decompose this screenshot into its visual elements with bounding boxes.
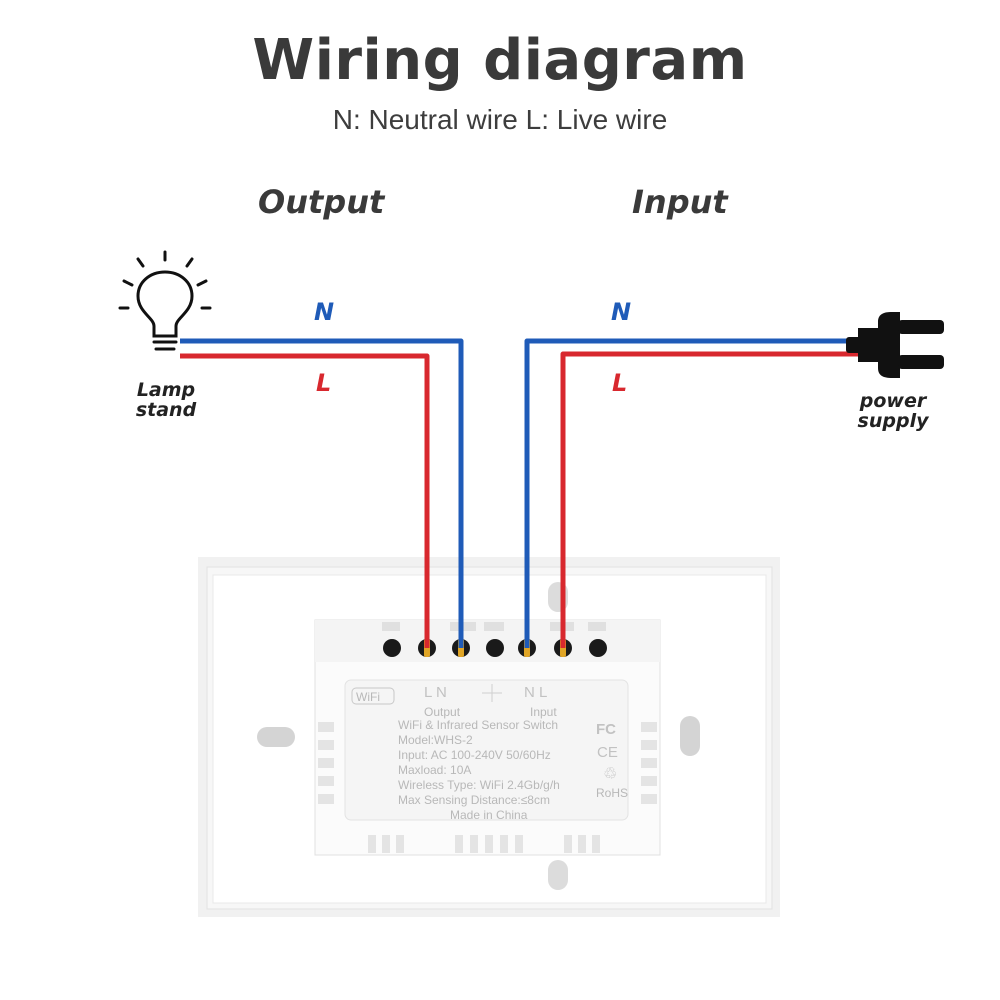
recycle-icon: ♲ xyxy=(603,764,617,783)
mount-slot-bottom xyxy=(548,860,568,890)
power-plug-icon xyxy=(846,312,944,378)
power-caption-line2: supply xyxy=(857,410,929,432)
relay-module: WiFi L N N L Output Input WiFi & Infrare… xyxy=(314,619,661,856)
screw-terminal xyxy=(486,639,504,657)
lamp-caption-line1: Lamp xyxy=(136,379,196,401)
lamp-caption: Lamp stand xyxy=(126,380,206,420)
left-live-label: L xyxy=(316,369,332,397)
spec-line: Max Sensing Distance:≤8cm xyxy=(398,793,550,807)
output-terminal-letters: L N xyxy=(424,684,447,701)
rohs-mark: RoHS xyxy=(596,786,628,800)
page-title: Wiring diagram xyxy=(252,28,748,93)
lamp-caption-line2: stand xyxy=(135,399,197,421)
spec-line: Made in China xyxy=(450,808,528,822)
left-neutral-label: N xyxy=(314,298,335,326)
screw-terminal xyxy=(589,639,607,657)
input-heading: Input xyxy=(632,183,728,221)
input-terminal-letters: N L xyxy=(524,684,547,701)
power-caption: power supply xyxy=(848,391,938,431)
input-label: Input xyxy=(530,705,557,719)
output-label: Output xyxy=(424,705,461,719)
left-neutral-wire xyxy=(180,338,464,648)
lightbulb-icon xyxy=(118,250,212,351)
spec-line: Model:WHS-2 xyxy=(398,733,473,747)
spec-line: Wireless Type: WiFi 2.4Gb/g/h xyxy=(398,778,560,792)
spec-line: Input: AC 100-240V 50/60Hz xyxy=(398,748,551,762)
wifi-badge: WiFi xyxy=(356,690,380,704)
left-live-wire xyxy=(180,353,430,648)
spec-line: WiFi & Infrared Sensor Switch xyxy=(398,718,558,732)
mount-slot-left xyxy=(257,727,295,747)
right-live-wire xyxy=(560,351,860,648)
output-heading: Output xyxy=(258,183,385,221)
right-neutral-wire xyxy=(524,338,860,648)
mount-slot-right xyxy=(680,716,700,756)
legend-subtitle: N: Neutral wire L: Live wire xyxy=(332,104,668,135)
right-live-label: L xyxy=(612,369,628,397)
spec-line: Maxload: 10A xyxy=(398,763,471,777)
ce-mark: CE xyxy=(597,744,618,761)
screw-terminal xyxy=(383,639,401,657)
fc-mark: FC xyxy=(596,721,616,738)
right-neutral-label: N xyxy=(611,298,632,326)
power-caption-line1: power xyxy=(859,390,927,412)
